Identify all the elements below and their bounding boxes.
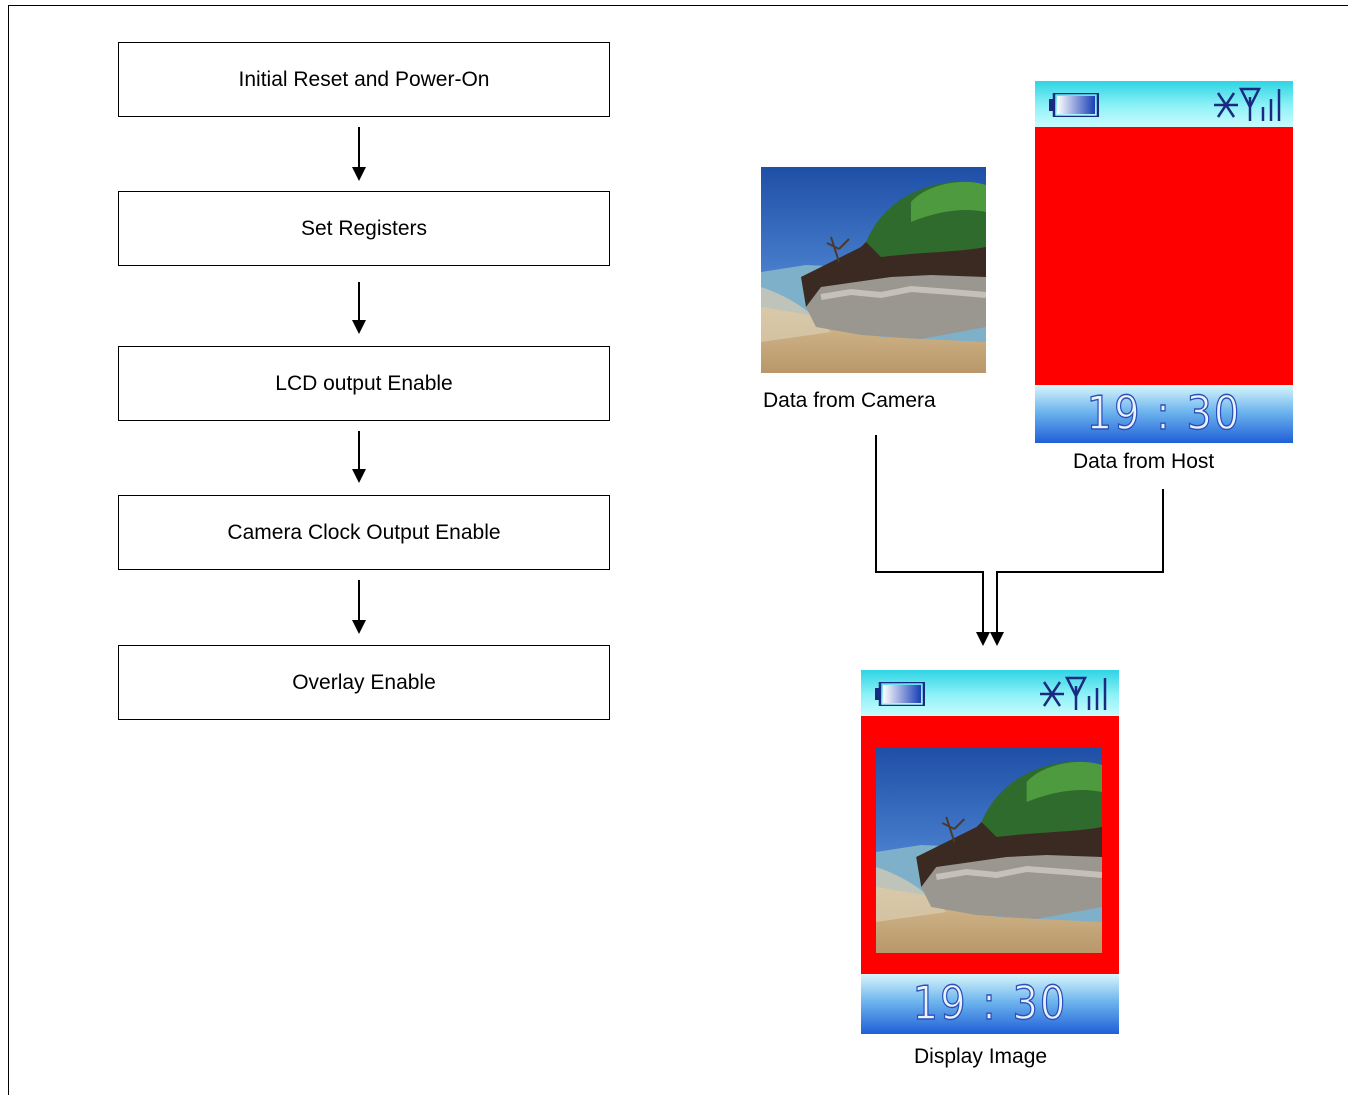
step-set-registers: Set Registers [118,191,610,266]
display-screen: 19 : 30 [861,670,1119,1034]
battery-icon [875,682,925,706]
frame-border-left [8,5,9,1095]
step-initial-reset: Initial Reset and Power-On [118,42,610,117]
step-camera-clock-enable: Camera Clock Output Enable [118,495,610,570]
clock-bar: 19 : 30 [1035,385,1293,443]
arrowhead-camera [976,632,990,646]
connector-host-left [996,571,1164,573]
signal-antenna-icon [1214,87,1281,121]
step-label: Initial Reset and Power-On [238,67,490,91]
camera-photo-overlay [876,747,1102,953]
connector-camera-down [875,435,877,573]
camera-label: Data from Camera [763,389,936,412]
flow-arrow [352,431,366,483]
display-label: Display Image [914,1045,1048,1068]
clock-text: 19 : 30 [912,977,1068,1031]
connector-host-drop [996,571,998,634]
host-screen: 19 : 30 [1035,81,1293,443]
status-bar [1035,81,1293,127]
status-bar [861,670,1119,716]
step-label: Camera Clock Output Enable [227,520,501,544]
connector-camera-drop [982,571,984,634]
camera-photo [761,167,986,373]
flow-arrow [352,282,366,334]
step-overlay-enable: Overlay Enable [118,645,610,720]
overlay-red-area [1035,127,1293,385]
flow-arrow [352,127,366,181]
step-label: Overlay Enable [292,670,436,694]
clock-text: 19 : 30 [1086,387,1242,441]
step-label: LCD output Enable [275,371,453,395]
clock-bar: 19 : 30 [861,974,1119,1034]
host-label: Data from Host [1073,450,1215,473]
signal-antenna-icon [1040,676,1107,710]
connector-host-down [1162,489,1164,573]
arrowhead-host [990,632,1004,646]
step-label: Set Registers [300,216,428,240]
flow-arrow [352,580,366,634]
battery-icon [1049,93,1099,117]
bluetooth-icon [1040,681,1064,707]
bluetooth-icon [1214,92,1238,118]
connector-camera-right [875,571,984,573]
frame-border-top [8,5,1348,6]
step-lcd-output-enable: LCD output Enable [118,346,610,421]
